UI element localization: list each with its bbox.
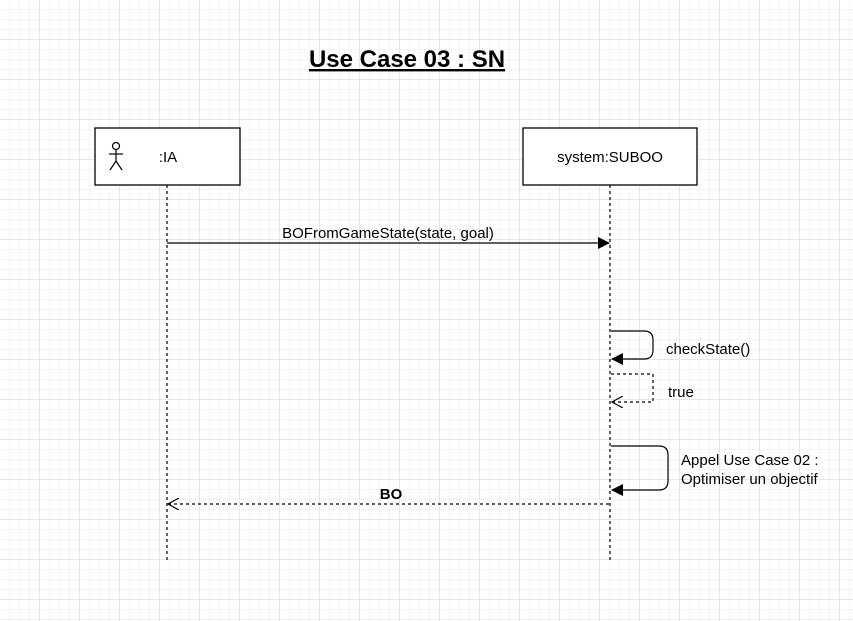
message-true-return-label: true <box>668 384 694 401</box>
message-checkstate-label: checkState() <box>666 341 750 358</box>
message-bo-return-label: BO <box>380 486 403 503</box>
message-appel-use-case-02-label-line2: Optimiser un objectif <box>681 471 819 488</box>
message-checkstate-arrow <box>611 330 654 365</box>
participant-system[interactable]: system:SUBOO <box>522 127 698 186</box>
diagram-title: Use Case 03 : SN <box>309 46 505 73</box>
message-appel-use-case-02-label-line1: Appel Use Case 02 : <box>681 452 819 469</box>
message-bo-return[interactable]: BO <box>168 486 609 504</box>
participant-ia-label: :IA <box>159 149 177 166</box>
message-appel-use-case-02[interactable]: Appel Use Case 02 : Optimiser un objecti… <box>611 445 819 496</box>
message-true-return[interactable]: true <box>611 373 694 402</box>
participant-system-label: system:SUBOO <box>557 149 663 166</box>
message-bofromgamestate[interactable]: BOFromGameState(state, goal) <box>167 225 610 249</box>
participant-ia-box <box>94 127 241 186</box>
message-true-return-arrow <box>611 373 654 402</box>
message-bofromgamestate-label: BOFromGameState(state, goal) <box>282 225 494 242</box>
message-appel-use-case-02-arrow <box>611 445 669 496</box>
message-checkstate[interactable]: checkState() <box>611 330 750 365</box>
actor-stick-figure-icon <box>109 141 123 171</box>
participant-ia[interactable]: :IA <box>94 127 241 186</box>
